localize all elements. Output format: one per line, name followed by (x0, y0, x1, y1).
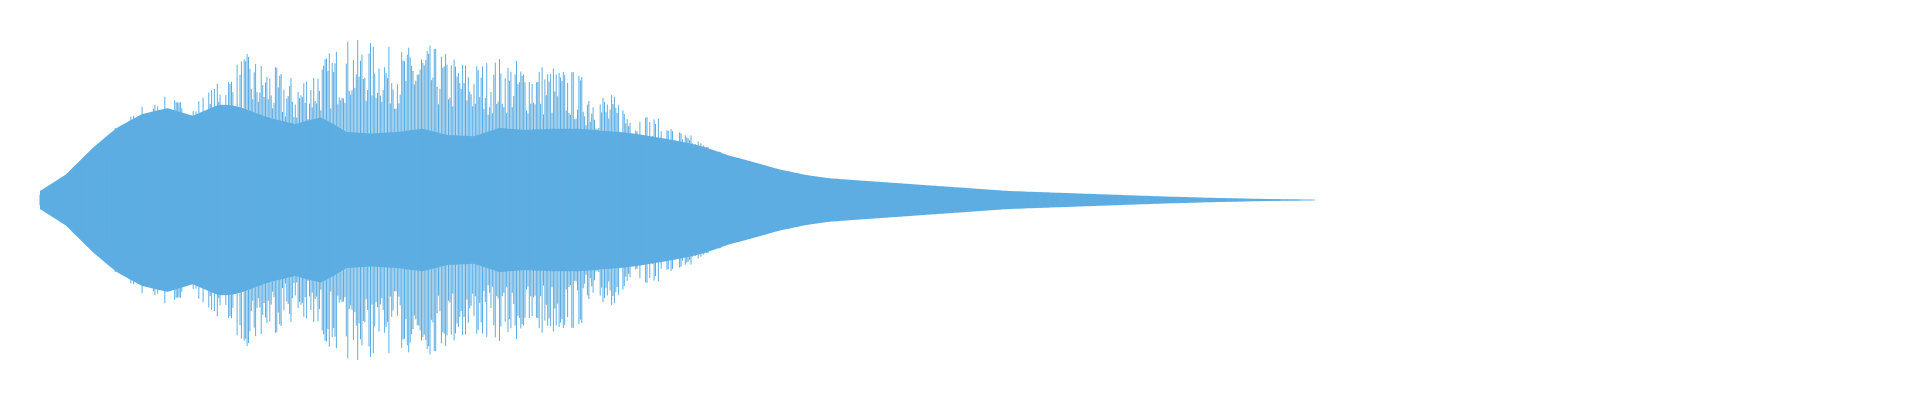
waveform-series (39, 40, 1315, 360)
